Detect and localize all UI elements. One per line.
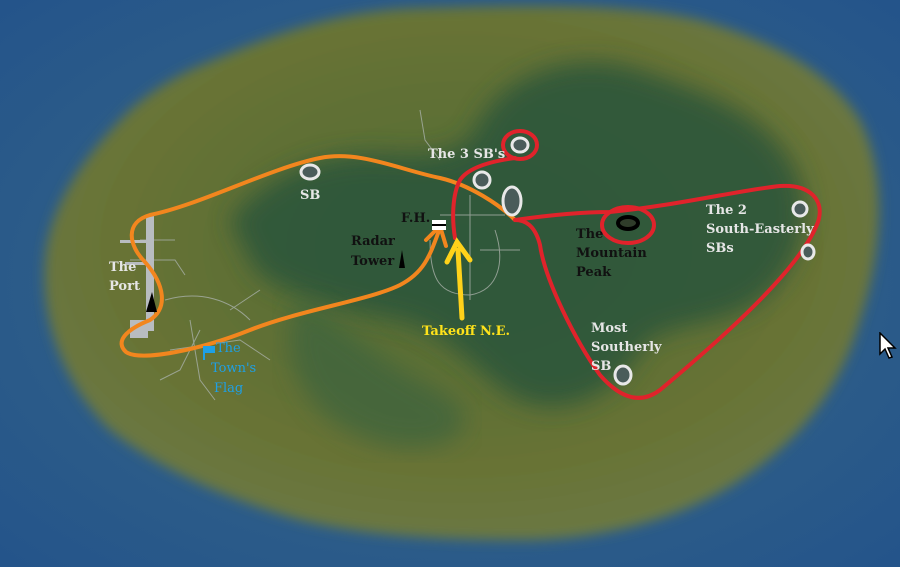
flag-icon [203, 346, 215, 360]
sb-marker-icon [472, 170, 492, 190]
label-mountain-1: The [576, 227, 603, 242]
label-sb-north: SB [300, 188, 320, 203]
mountain-peak-icon [616, 215, 640, 231]
label-fh: F.H. [401, 211, 430, 226]
label-towns-flag-2: Town's [211, 361, 256, 376]
label-radar: Radar [351, 234, 395, 249]
sb-markers [299, 136, 816, 386]
label-se-sbs-3: SBs [706, 241, 734, 256]
highland-south [289, 300, 465, 449]
sb-marker-icon [501, 185, 523, 217]
label-most-southerly-2: Southerly [591, 340, 662, 355]
label-three-sbs: The 3 SB's [428, 147, 505, 162]
sb-marker-icon [791, 200, 809, 218]
radar-tower-icon [399, 250, 405, 268]
orange-flight-route [119, 154, 517, 358]
highland-area [230, 62, 805, 407]
label-se-sbs-2: South-Easterly [706, 222, 814, 237]
sb-marker-icon [800, 243, 816, 261]
label-takeoff: Takeoff N.E. [422, 324, 510, 339]
red-flight-route [451, 156, 822, 400]
sb-marker-icon [510, 136, 530, 154]
roads [130, 109, 520, 401]
field-hangar-icon [432, 220, 446, 230]
label-mountain-2: Mountain [576, 246, 647, 261]
label-se-sbs-1: The 2 [706, 203, 747, 218]
label-towns-flag-3: Flag [214, 381, 243, 396]
label-port-1: The [109, 260, 136, 275]
takeoff-arrow [444, 237, 473, 321]
port-ship-icon [146, 292, 157, 312]
label-most-southerly-3: SB [591, 359, 611, 374]
sb-marker-icon [613, 364, 633, 386]
label-towns-flag-1: The [216, 341, 241, 356]
mouse-cursor-icon [879, 332, 897, 359]
red-circle-mountain [600, 205, 656, 245]
red-circle-north-sb [501, 129, 539, 161]
label-port-2: Port [109, 279, 140, 294]
label-tower: Tower [351, 254, 394, 269]
sb-marker-icon [299, 163, 321, 181]
label-most-southerly-1: Most [591, 321, 627, 336]
label-mountain-3: Peak [576, 265, 612, 280]
